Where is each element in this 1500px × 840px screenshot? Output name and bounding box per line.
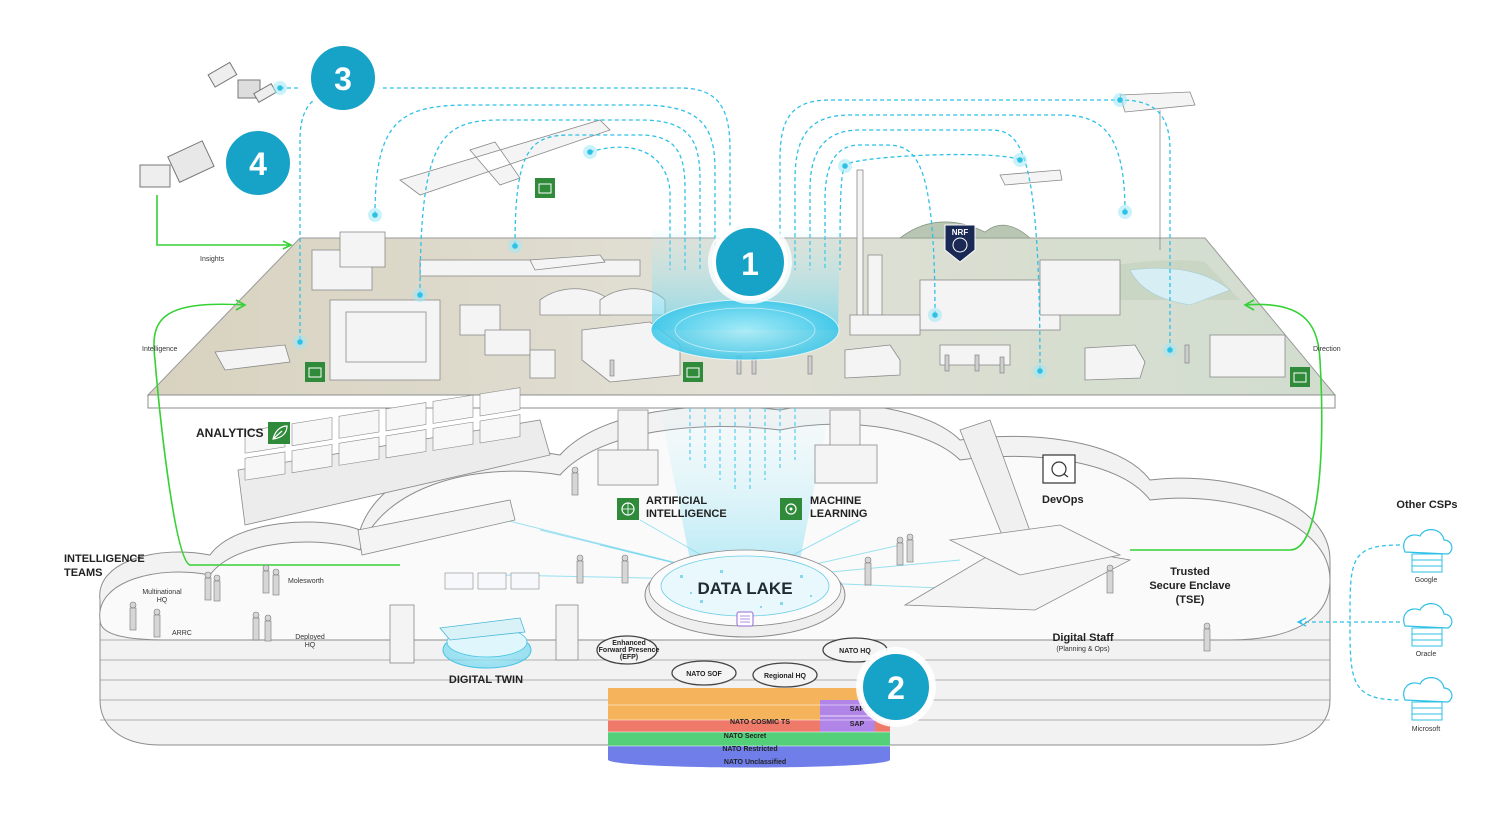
analytics-label-group: ANALYTICS — [196, 422, 290, 444]
intel-teams-group: INTELLIGENCE TEAMS Multinational HQ Mole… — [64, 466, 1211, 652]
ai-label-group: ARTIFICIAL INTELLIGENCE — [617, 495, 727, 520]
band-restricted-label: NATO Restricted — [722, 746, 777, 753]
box-icon — [683, 362, 703, 382]
data-lake: DATA LAKE — [644, 549, 846, 638]
pod-regional-hq-label: Regional HQ — [764, 673, 807, 680]
tse-line1: Trusted — [1170, 566, 1210, 578]
box-icon — [305, 362, 325, 382]
pods: Enhanced Forward Presence (EFP) NATO SOF… — [596, 635, 888, 688]
link-endpoints — [273, 81, 1177, 378]
analytics-control-room — [237, 387, 551, 590]
step-4-number: 4 — [249, 146, 267, 182]
csp-google-label: Google — [1415, 577, 1438, 584]
ai-label-line2: INTELLIGENCE — [646, 508, 727, 520]
classification-bands: NATO COSMIC TS NATO Secret NATO Restrict… — [608, 688, 890, 768]
band-sap-upper-label: SAP — [850, 706, 865, 713]
data-lake-label: DATA LAKE — [697, 579, 792, 598]
database-icon — [736, 611, 754, 627]
pod-efp-line2: Forward Presence — [599, 647, 660, 654]
insights-label: Insights — [200, 256, 225, 263]
nrf-badge: NRF — [944, 224, 976, 263]
step-badge-4: 4 — [220, 125, 296, 201]
step-1-number: 1 — [741, 246, 759, 282]
step-2-number: 2 — [887, 670, 905, 706]
cloud-server-icon — [1403, 529, 1453, 573]
analytics-label: ANALYTICS — [196, 426, 264, 440]
band-cosmic-label: NATO COSMIC TS — [730, 719, 790, 726]
brain-icon — [617, 498, 639, 520]
service-badges — [305, 178, 1310, 387]
data-links — [280, 87, 1171, 371]
pod-efp-line3: (EFP) — [620, 654, 638, 661]
step-badge-1: 1 — [708, 220, 792, 304]
leaf-icon — [268, 422, 290, 444]
personnel — [129, 466, 1211, 652]
tse-line3: (TSE) — [1176, 594, 1205, 606]
chip-icon — [780, 498, 802, 520]
pod-nato-sof: NATO SOF — [671, 660, 737, 686]
step-3-number: 3 — [334, 61, 352, 97]
pod-efp-line1: Enhanced — [612, 640, 645, 647]
personnel — [609, 344, 1190, 377]
multinational-line2: HQ — [157, 597, 168, 604]
satellite-icon — [139, 140, 215, 188]
deployed-line2: HQ — [305, 642, 316, 649]
pod-regional-hq: Regional HQ — [752, 662, 818, 688]
other-csps-title: Other CSPs — [1396, 499, 1457, 511]
intelligence-label: Intelligence — [142, 346, 178, 353]
devops-label: DevOps — [1042, 494, 1084, 506]
nrf-label: NRF — [952, 228, 969, 237]
multinational-line1: Multinational — [142, 589, 182, 596]
digital-staff-label: Digital Staff — [1052, 632, 1113, 644]
box-icon — [1290, 367, 1310, 387]
arrc-label: ARRC — [172, 630, 192, 637]
ml-label-line2: LEARNING — [810, 508, 867, 520]
digital-staff-sub: (Planning & Ops) — [1056, 646, 1109, 653]
csp-microsoft-label: Microsoft — [1412, 726, 1440, 733]
devops-group: DevOps — [1042, 454, 1084, 506]
other-csps: Other CSPs Google Oracle Microsoft — [1296, 499, 1458, 733]
tse-label-group: Trusted Secure Enclave (TSE) — [1149, 566, 1230, 606]
step-badge-3: 3 — [305, 40, 381, 116]
intel-teams-line2: TEAMS — [64, 567, 103, 579]
loop-icon — [1042, 454, 1076, 484]
digital-twin-label: DIGITAL TWIN — [449, 674, 523, 686]
deployed-line1: Deployed — [295, 634, 325, 641]
digital-staff-area — [903, 419, 1132, 611]
digital-staff-label-group: Digital Staff (Planning & Ops) — [1052, 632, 1113, 653]
band-sap-lower-label: SAP — [850, 721, 865, 728]
band-secret-label: NATO Secret — [724, 733, 767, 740]
molesworth-label: Molesworth — [288, 578, 324, 585]
intelligence-flows: Insights Intelligence Direction — [142, 195, 1341, 566]
satellite-icon — [207, 61, 277, 104]
ml-label-group: MACHINE LEARNING — [780, 495, 867, 520]
step-badge-2: 2 — [856, 647, 936, 727]
band-unclassified-label: NATO Unclassified — [724, 759, 786, 766]
tse-line2: Secure Enclave — [1149, 580, 1230, 592]
box-icon — [535, 178, 555, 198]
intel-teams-line1: INTELLIGENCE — [64, 553, 145, 565]
pod-efp: Enhanced Forward Presence (EFP) — [596, 635, 660, 665]
server-racks — [389, 409, 878, 664]
pod-nato-hq-label: NATO HQ — [839, 648, 871, 655]
csp-oracle-label: Oracle — [1416, 651, 1437, 658]
cloud-server-icon — [1403, 677, 1453, 721]
cloud-server-icon — [1403, 603, 1453, 647]
ai-label-line1: ARTIFICIAL — [646, 495, 707, 507]
digital-twin-pedestal — [439, 617, 532, 669]
pod-nato-sof-label: NATO SOF — [686, 671, 722, 678]
ml-label-line1: MACHINE — [810, 495, 861, 507]
direction-label: Direction — [1313, 346, 1341, 353]
